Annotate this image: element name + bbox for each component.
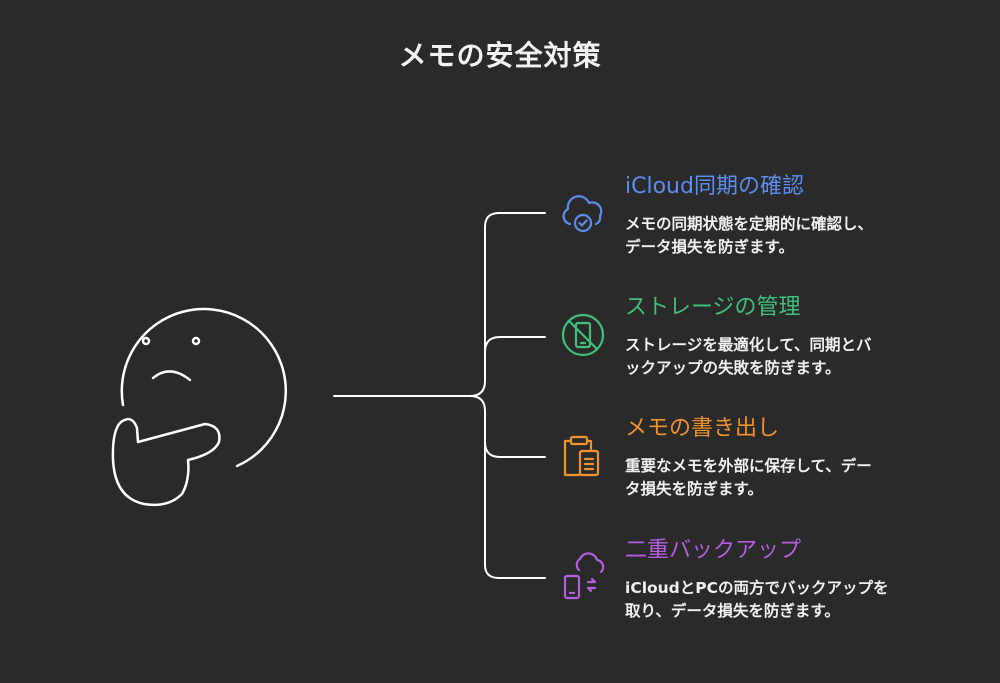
cloud-phone-sync-icon: [563, 552, 605, 600]
right-eye: [191, 336, 201, 346]
desc-line: 取り、データ損失を防ぎます。: [625, 602, 840, 620]
item-desc-double-backup: iCloudとPCの両方でバックアップを 取り、データ損失を防ぎます。: [625, 577, 935, 623]
desc-line: 重要なメモを外部に保存して、デー: [625, 457, 872, 475]
item-title-double-backup: 二重バックアップ: [625, 538, 802, 563]
diagram-title: メモの安全対策: [398, 39, 602, 72]
item-title-storage: ストレージの管理: [625, 295, 801, 320]
item-title-export: メモの書き出し: [625, 416, 780, 441]
desc-line: データ損失を防ぎます。: [625, 238, 794, 256]
thinking-face-illustration: [111, 307, 288, 507]
cloud-check-icon: [562, 195, 603, 233]
desc-line: メモの同期状態を定期的に確認し、: [625, 215, 874, 233]
left-eye: [141, 336, 151, 346]
item-title-icloud-sync: iCloud同期の確認: [625, 174, 804, 199]
desc-line: ックアップの失敗を防ぎます。: [625, 359, 841, 377]
no-phone-icon: [561, 313, 605, 357]
item-desc-storage: ストレージを最適化して、同期とバ ックアップの失敗を防ぎます。: [625, 334, 935, 380]
desc-line: タ損失を防ぎます。: [625, 480, 763, 498]
clipboard-copy-icon: [563, 435, 600, 477]
face-outline: [120, 307, 288, 468]
frown-mouth: [151, 370, 192, 382]
thinking-hand: [111, 417, 221, 507]
desc-line: ストレージを最適化して、同期とバ: [625, 336, 872, 354]
item-desc-icloud-sync: メモの同期状態を定期的に確認し、 データ損失を防ぎます。: [625, 213, 935, 259]
item-desc-export: 重要なメモを外部に保存して、デー タ損失を防ぎます。: [625, 455, 935, 501]
branch-connectors: [333, 212, 546, 579]
desc-line: iCloudとPCの両方でバックアップを: [625, 579, 889, 597]
